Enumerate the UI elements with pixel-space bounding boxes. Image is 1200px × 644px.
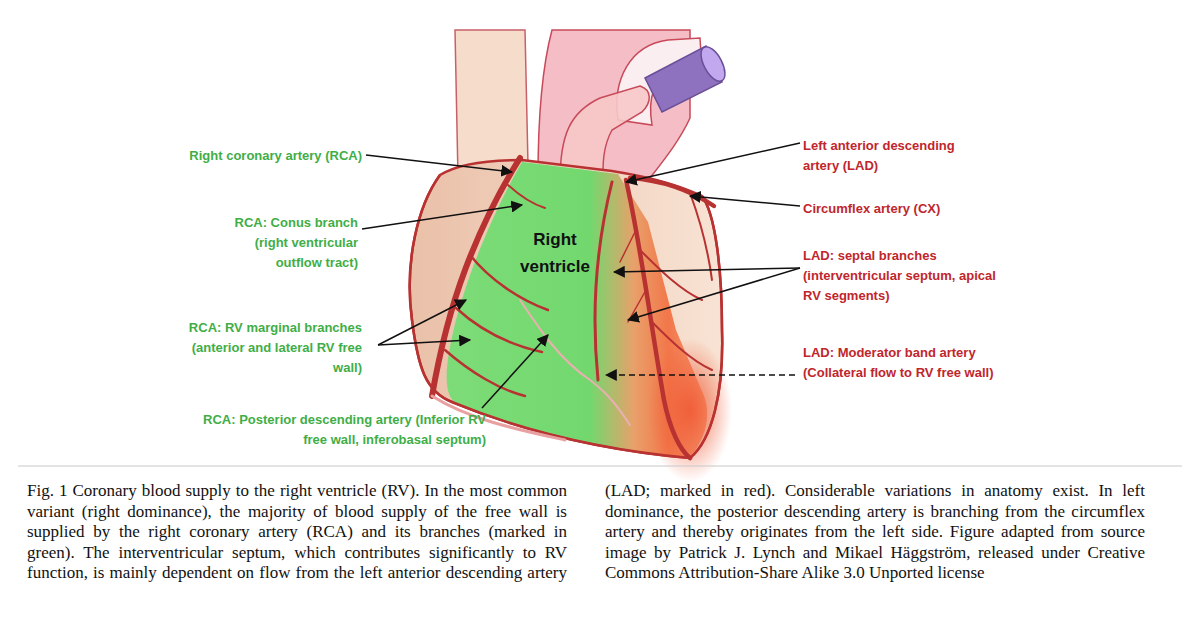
vena-cava bbox=[455, 30, 528, 178]
callout-label: RCA: Conus branch (right ventricular out… bbox=[223, 213, 358, 273]
callout-label: LAD: Moderator band artery (Collateral f… bbox=[803, 343, 1003, 383]
callout-label: Circumflex artery (CX) bbox=[803, 199, 1003, 219]
leader-arrow bbox=[482, 335, 548, 408]
leader-arrow bbox=[628, 268, 800, 320]
callout-label: LAD: septal branches (interventricular s… bbox=[803, 246, 998, 306]
leader-arrow bbox=[378, 340, 470, 345]
leader-lines bbox=[362, 143, 800, 408]
leader-arrow bbox=[690, 196, 800, 206]
leader-arrow bbox=[362, 205, 522, 229]
figure-caption: Fig. 1 Coronary blood supply to the righ… bbox=[27, 481, 1145, 584]
leader-arrow bbox=[626, 143, 800, 182]
left-ventricle-red bbox=[648, 338, 732, 482]
callout-label: RCA: RV marginal branches (anterior and … bbox=[162, 318, 362, 378]
leader-arrow bbox=[378, 300, 466, 345]
callout-label: Right coronary artery (RCA) bbox=[132, 146, 362, 166]
separator-rule bbox=[18, 466, 1182, 467]
region-label: Right ventricle bbox=[503, 226, 607, 280]
leader-arrow bbox=[366, 155, 512, 172]
leader-arrow bbox=[606, 374, 795, 376]
callout-label: Left anterior descending artery (LAD) bbox=[803, 136, 983, 176]
leader-arrow bbox=[614, 268, 800, 272]
vessel-opening bbox=[696, 43, 730, 85]
callout-label: RCA: Posterior descending artery (Inferi… bbox=[186, 410, 486, 450]
